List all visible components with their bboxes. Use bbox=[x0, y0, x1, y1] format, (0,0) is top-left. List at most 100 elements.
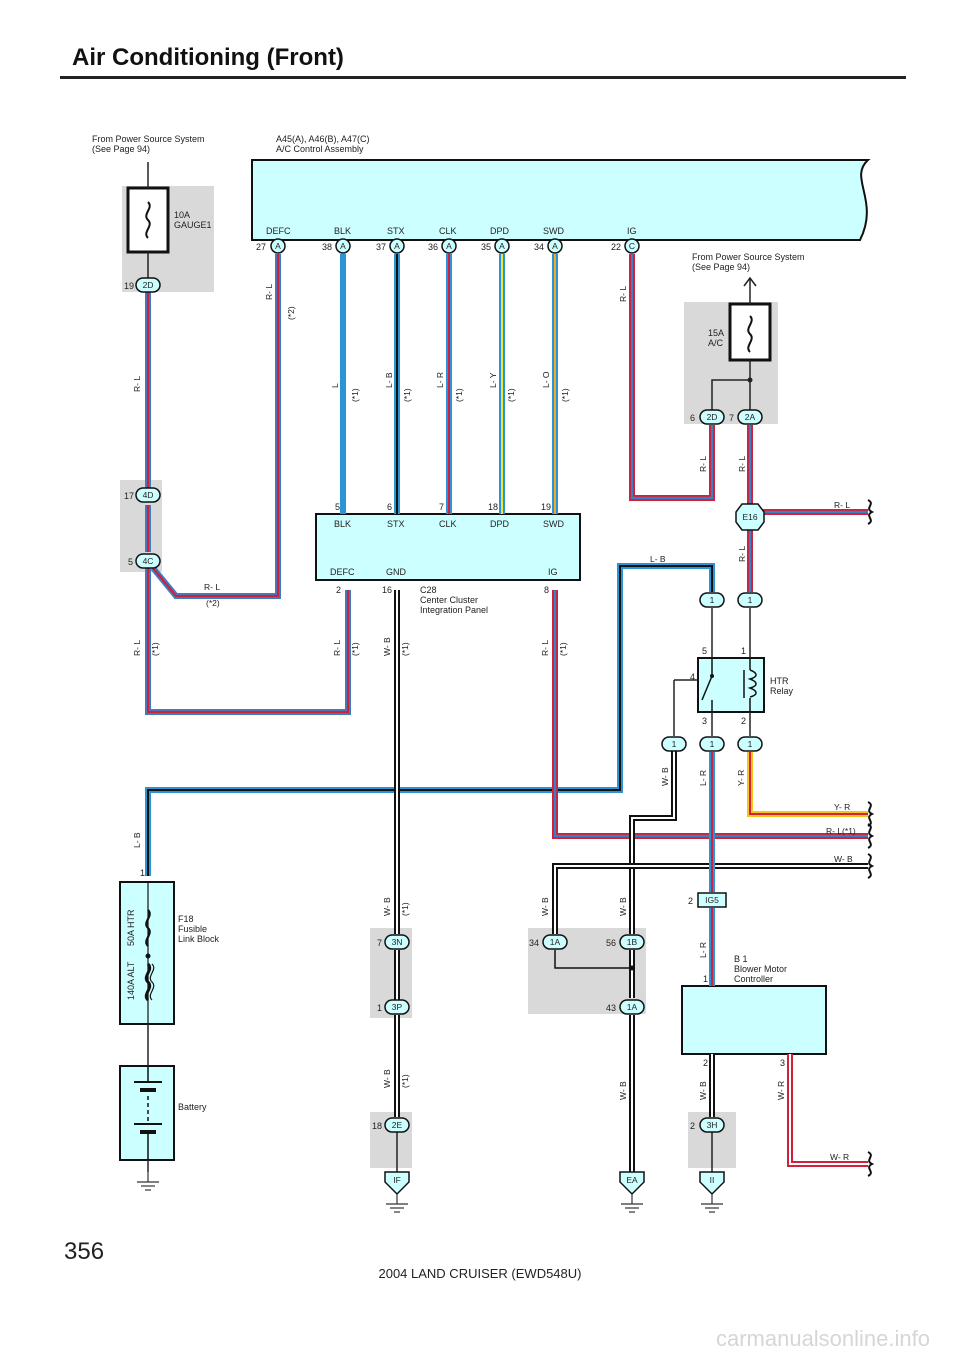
wire-end-icons bbox=[867, 499, 875, 1177]
svg-text:6: 6 bbox=[387, 502, 392, 512]
fusible-link-50a-label: 50A HTR bbox=[126, 909, 136, 946]
svg-text:2: 2 bbox=[741, 716, 746, 726]
f18-pin: 1 bbox=[140, 868, 145, 878]
svg-text:DEFC: DEFC bbox=[330, 567, 355, 577]
wire-rl-gauge bbox=[145, 254, 351, 715]
svg-text:19: 19 bbox=[124, 281, 134, 291]
c28-integration-panel bbox=[315, 513, 581, 581]
svg-text:II: II bbox=[710, 1175, 715, 1185]
c28-top-terms: BLK STX CLK DPD SWD bbox=[334, 519, 564, 529]
svg-text:DPD: DPD bbox=[490, 519, 510, 529]
svg-text:18: 18 bbox=[372, 1121, 382, 1131]
wire-rl-2a bbox=[747, 425, 868, 592]
svg-text:3N: 3N bbox=[392, 937, 403, 947]
battery-box bbox=[119, 1065, 175, 1161]
page-number: 356 bbox=[64, 1238, 105, 1265]
svg-text:2: 2 bbox=[690, 1121, 695, 1131]
svg-text:34: 34 bbox=[529, 938, 539, 948]
svg-text:36: 36 bbox=[428, 242, 438, 252]
svg-text:22: 22 bbox=[611, 242, 621, 252]
svg-text:(*1): (*1) bbox=[506, 388, 516, 402]
svg-text:W- B: W- B bbox=[834, 854, 853, 864]
connector-labels: 2D 4D 4C 2D 2A E16 1 1 1 1 1 IG5 3N 3P 1… bbox=[143, 280, 758, 1130]
svg-text:7: 7 bbox=[729, 413, 734, 423]
svg-text:1: 1 bbox=[748, 739, 753, 749]
svg-text:SWD: SWD bbox=[543, 519, 564, 529]
svg-text:A: A bbox=[340, 241, 346, 251]
svg-text:BLK: BLK bbox=[334, 519, 351, 529]
wire-wb-relay bbox=[552, 750, 868, 1172]
svg-text:1: 1 bbox=[741, 646, 746, 656]
b1-pin-numbers: 1 2 3 bbox=[703, 974, 785, 1068]
arrow-up-icon bbox=[743, 276, 757, 287]
ac-assembly-name: A/C Control Assembly bbox=[276, 144, 364, 154]
ground-labels: IF EA II bbox=[393, 1175, 714, 1185]
svg-text:(*1): (*1) bbox=[560, 388, 570, 402]
svg-text:4C: 4C bbox=[143, 556, 154, 566]
f18-id: F18 bbox=[178, 914, 194, 924]
wire-color-labels: R- L (*2) R- L L (*1) L- B (*1) L- R (*1… bbox=[132, 284, 856, 1162]
c28-bottom-pins: 2 16 8 bbox=[336, 585, 549, 595]
svg-text:DPD: DPD bbox=[490, 226, 510, 236]
svg-text:1: 1 bbox=[710, 595, 715, 605]
svg-text:R- L(*1): R- L(*1) bbox=[826, 826, 856, 836]
svg-text:BLK: BLK bbox=[334, 226, 351, 236]
fusible-link-140a-icon bbox=[144, 962, 152, 1002]
svg-text:L- B: L- B bbox=[650, 554, 666, 564]
svg-text:W- B: W- B bbox=[382, 897, 392, 916]
svg-text:R- L: R- L bbox=[834, 500, 850, 510]
svg-text:L- R: L- R bbox=[435, 372, 445, 388]
svg-text:IG: IG bbox=[627, 226, 637, 236]
wire-fuse-to-2d6 bbox=[711, 379, 750, 410]
svg-text:L: L bbox=[330, 383, 340, 388]
fuse2-rating: 15A bbox=[708, 328, 724, 338]
svg-text:SWD: SWD bbox=[543, 226, 564, 236]
footer-text: 2004 LAND CRUISER (EWD548U) bbox=[378, 1266, 582, 1281]
svg-text:(*1): (*1) bbox=[454, 388, 464, 402]
svg-text:3H: 3H bbox=[707, 1120, 718, 1130]
relay-pin-numbers: 5 1 4 3 2 bbox=[690, 646, 746, 726]
fuse1-rating: 10A bbox=[174, 210, 190, 220]
svg-text:L- R: L- R bbox=[698, 942, 708, 958]
svg-text:STX: STX bbox=[387, 226, 405, 236]
svg-text:1A: 1A bbox=[627, 1002, 638, 1012]
splice-dot bbox=[145, 953, 151, 959]
b1-id: B 1 bbox=[734, 954, 748, 964]
ac-assembly-ids: A45(A), A46(B), A47(C) bbox=[276, 134, 370, 144]
svg-text:L- B: L- B bbox=[384, 372, 394, 388]
svg-text:CLK: CLK bbox=[439, 226, 457, 236]
svg-text:(*1): (*1) bbox=[350, 388, 360, 402]
svg-text:2E: 2E bbox=[392, 1120, 403, 1130]
svg-text:W- B: W- B bbox=[618, 897, 628, 916]
wire-wr-blower bbox=[787, 1054, 868, 1167]
svg-text:2: 2 bbox=[688, 896, 693, 906]
svg-text:IG5: IG5 bbox=[705, 895, 719, 905]
svg-text:EA: EA bbox=[626, 1175, 638, 1185]
svg-text:3: 3 bbox=[780, 1058, 785, 1068]
svg-text:Y- R: Y- R bbox=[834, 802, 850, 812]
watermark: carmanualsonline.info bbox=[715, 1326, 930, 1351]
c28-top-pins: 5 6 7 18 19 bbox=[335, 502, 551, 512]
svg-text:CLK: CLK bbox=[439, 519, 457, 529]
svg-text:W- B: W- B bbox=[540, 897, 550, 916]
svg-text:34: 34 bbox=[534, 242, 544, 252]
svg-text:L- O: L- O bbox=[541, 371, 551, 388]
power-source-page-2: (See Page 94) bbox=[692, 262, 750, 272]
relay-switch-icon bbox=[701, 658, 757, 712]
connector-pin-numbers: 19 17 5 6 7 2 7 1 34 56 43 18 2 bbox=[124, 281, 734, 1131]
f18-name-1: Fusible bbox=[178, 924, 207, 934]
svg-text:W- B: W- B bbox=[382, 1069, 392, 1088]
svg-text:16: 16 bbox=[382, 585, 392, 595]
svg-text:W- R: W- R bbox=[830, 1152, 849, 1162]
svg-text:W- B: W- B bbox=[618, 1081, 628, 1100]
svg-text:GND: GND bbox=[386, 567, 407, 577]
b1-blower-motor-controller bbox=[681, 985, 827, 1055]
svg-text:6: 6 bbox=[690, 413, 695, 423]
fuse-element-icon bbox=[145, 201, 151, 239]
ground-icon bbox=[700, 1193, 724, 1213]
svg-text:(*1): (*1) bbox=[400, 642, 410, 656]
c28-id: C28 bbox=[420, 585, 437, 595]
svg-text:2: 2 bbox=[703, 1058, 708, 1068]
wire-yr bbox=[747, 752, 868, 817]
connector-shapes bbox=[135, 277, 765, 1196]
